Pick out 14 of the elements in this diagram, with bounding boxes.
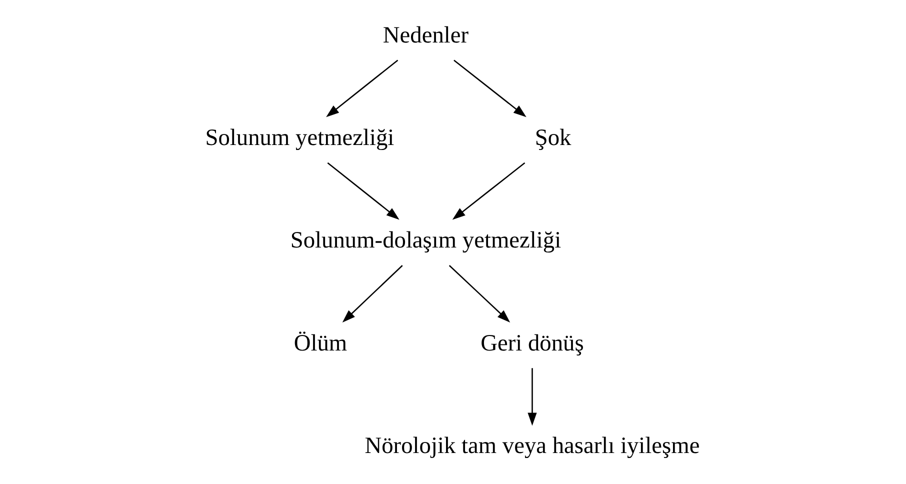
arrow xyxy=(528,368,537,426)
node-text: Nörolojik tam veya hasarlı iyileşme xyxy=(364,432,700,459)
node-text: Geri dönüş xyxy=(480,330,584,356)
node-text: Nedenler xyxy=(382,22,469,48)
arrow xyxy=(327,162,400,220)
arrow xyxy=(452,162,526,220)
node-text: Solunum yetmezliği xyxy=(205,125,394,152)
arrow xyxy=(326,60,398,118)
arrow xyxy=(454,60,526,118)
arrow xyxy=(448,265,510,323)
node-text: Şok xyxy=(534,125,572,152)
arrow xyxy=(342,265,403,323)
node-text: Solunum-dolaşım yetmezliği xyxy=(290,228,562,254)
node-text: Ölüm xyxy=(294,330,348,356)
